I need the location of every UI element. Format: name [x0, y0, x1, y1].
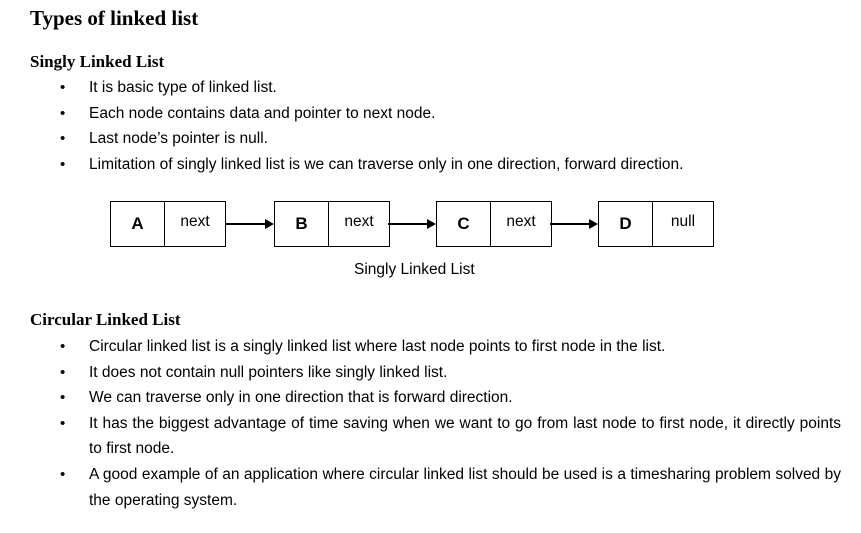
- bullet-icon: •: [60, 338, 66, 355]
- list-node-a: A next: [110, 201, 226, 247]
- circular-bullet-list: • Circular linked list is a singly linke…: [0, 334, 861, 513]
- list-item-text: We can traverse only in one direction th…: [89, 389, 513, 407]
- node-data: C: [437, 202, 491, 246]
- arrow-icon: [226, 219, 274, 229]
- singly-heading: Singly Linked List: [30, 52, 165, 71]
- bullet-icon: •: [60, 130, 66, 148]
- list-item-text: It does not contain null pointers like s…: [89, 363, 448, 381]
- list-item-text: Last node’s pointer is null.: [89, 130, 268, 148]
- list-node-c: C next: [436, 201, 552, 247]
- list-node-d: D null: [598, 201, 714, 247]
- list-item-text: Limitation of singly linked list is we c…: [89, 155, 684, 173]
- arrow-icon: [388, 219, 436, 229]
- node-pointer: null: [670, 213, 696, 230]
- list-item: • It has the biggest advantage of time s…: [0, 411, 861, 462]
- node-pointer: next: [344, 213, 374, 230]
- node-data: A: [111, 202, 165, 246]
- circular-heading: Circular Linked List: [30, 310, 181, 329]
- list-item: • Limitation of singly linked list is we…: [0, 152, 861, 178]
- list-item: • It does not contain null pointers like…: [0, 360, 861, 386]
- list-item-text: It is basic type of linked list.: [89, 79, 277, 96]
- bullet-icon: •: [60, 465, 66, 483]
- list-node-b: B next: [274, 201, 390, 247]
- list-item: • Each node contains data and pointer to…: [0, 101, 861, 127]
- list-item: • A good example of an application where…: [0, 462, 861, 513]
- bullet-icon: •: [60, 363, 66, 381]
- list-item: • We can traverse only in one direction …: [0, 385, 861, 411]
- singly-linked-list-diagram: A next B next C next D null: [110, 201, 750, 251]
- bullet-icon: •: [60, 104, 66, 122]
- node-data: D: [599, 202, 653, 246]
- node-pointer: next: [180, 213, 210, 230]
- list-item: • Last node’s pointer is null.: [0, 126, 861, 152]
- bullet-icon: •: [60, 155, 66, 173]
- list-item: • Circular linked list is a singly linke…: [0, 334, 861, 360]
- diagram-caption: Singly Linked List: [354, 261, 475, 278]
- list-item-text: It has the biggest advantage of time sav…: [89, 414, 841, 458]
- list-item: • It is basic type of linked list.: [0, 75, 861, 101]
- node-pointer: next: [506, 213, 536, 230]
- arrow-icon: [550, 219, 598, 229]
- bullet-icon: •: [60, 414, 66, 432]
- list-item-text: A good example of an application where c…: [89, 465, 841, 509]
- list-item-text: Each node contains data and pointer to n…: [89, 104, 436, 122]
- node-data: B: [275, 202, 329, 246]
- bullet-icon: •: [60, 389, 66, 407]
- singly-bullet-list: • It is basic type of linked list. • Eac…: [0, 75, 861, 177]
- bullet-icon: •: [60, 79, 66, 96]
- page-title: Types of linked list: [30, 6, 199, 30]
- list-item-text: Circular linked list is a singly linked …: [89, 338, 666, 355]
